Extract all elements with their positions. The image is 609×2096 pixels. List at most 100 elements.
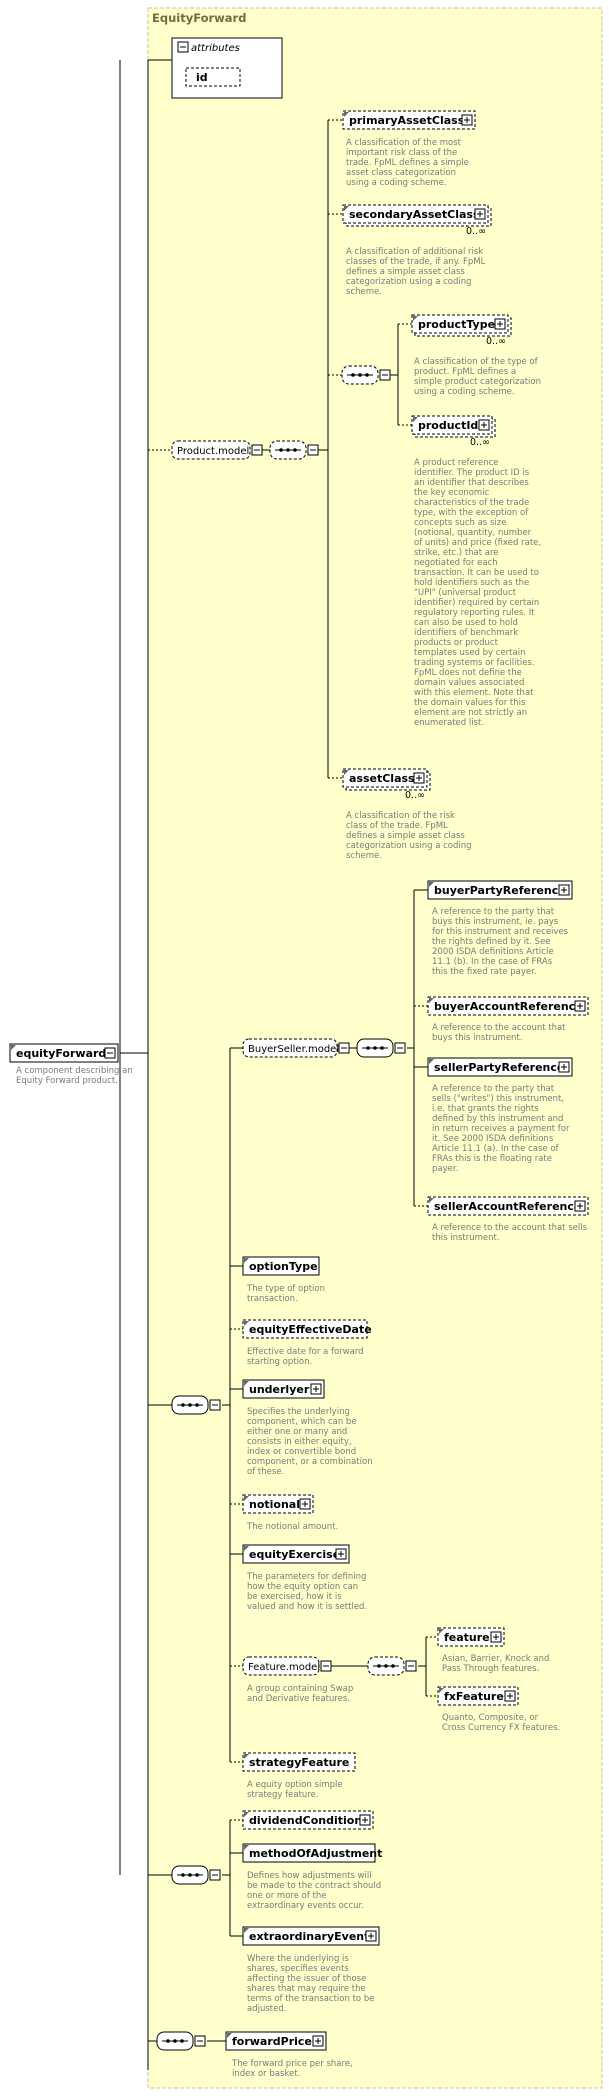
strategyfeature-desc-line: strategy feature. bbox=[247, 1790, 319, 1800]
element-secondaryassetclass-expand-icon[interactable] bbox=[474, 208, 486, 220]
adjustment-sequence-collapse-icon[interactable] bbox=[209, 1869, 221, 1881]
productid-desc-line: an identifier that describes bbox=[414, 478, 529, 488]
element-underlyer-expand-icon[interactable] bbox=[310, 1383, 322, 1395]
buyerseller-model-group[interactable]: BuyerSeller.model bbox=[242, 1038, 339, 1058]
element-equityexercise[interactable]: equityExercise bbox=[242, 1544, 350, 1564]
element-underlyer[interactable]: underlyer bbox=[242, 1379, 325, 1399]
element-sellerpartyreference-expand-icon[interactable] bbox=[558, 1061, 570, 1073]
feature-model-group-collapse-icon[interactable] bbox=[320, 1660, 332, 1672]
element-feature-label: feature bbox=[444, 1631, 490, 1644]
productid-desc-line: identifiers of benchmark bbox=[414, 628, 518, 638]
element-primaryassetclass-expand-icon[interactable] bbox=[461, 114, 473, 126]
element-notional[interactable]: notional bbox=[242, 1494, 314, 1514]
element-assetclass[interactable]: assetClass bbox=[342, 768, 431, 791]
productid-desc-line: can also be used to hold bbox=[414, 618, 518, 628]
element-buyerpartyreference-expand-icon[interactable] bbox=[558, 884, 570, 896]
element-extraordinaryevents[interactable]: extraordinaryEvents bbox=[242, 1926, 380, 1946]
element-methodofadjustment-label: methodOfAdjustment bbox=[249, 1847, 382, 1860]
underlyer-desc-line: component, or a combination bbox=[247, 1457, 373, 1467]
adjustment-sequence[interactable] bbox=[171, 1865, 209, 1885]
element-sellerpartyreference[interactable]: sellerPartyReference bbox=[427, 1057, 573, 1077]
feature-model-sequence[interactable] bbox=[367, 1656, 405, 1676]
underlyer-desc-line: of these. bbox=[247, 1467, 284, 1477]
sellerpartyreference-desc-line: FRAs this is the floating rate bbox=[432, 1154, 552, 1164]
product-type-id-sequence[interactable] bbox=[341, 365, 379, 385]
secondaryassetclass-desc-line: categorization using a coding bbox=[346, 277, 472, 287]
element-producttype-expand-icon[interactable] bbox=[494, 318, 506, 330]
element-feature-expand-icon[interactable] bbox=[490, 1631, 502, 1643]
producttype-desc-line: using a coding scheme. bbox=[414, 387, 515, 397]
element-strategyfeature[interactable]: strategyFeature bbox=[242, 1752, 356, 1772]
element-notional-expand-icon[interactable] bbox=[299, 1498, 311, 1510]
forwardprice-desc-line: index or basket. bbox=[232, 2069, 300, 2079]
buyerseller-sequence[interactable] bbox=[356, 1038, 394, 1058]
underlyer-desc-line: Specifies the underlying bbox=[247, 1407, 350, 1417]
equityexercise-desc-line: valued and how it is settled. bbox=[247, 1602, 367, 1612]
extraordinaryevents-desc-line: affecting the issuer of those bbox=[247, 1974, 366, 1984]
productid-desc-line: negotiated for each bbox=[414, 558, 498, 568]
element-producttype[interactable]: productType bbox=[411, 314, 512, 337]
feature-model-sequence-collapse-icon[interactable] bbox=[405, 1660, 417, 1672]
element-buyeraccountreference-label: buyerAccountReference bbox=[434, 1000, 583, 1013]
element-dividendconditions[interactable]: dividendConditions bbox=[242, 1810, 374, 1830]
forwardprice-sequence-collapse-icon[interactable] bbox=[194, 2035, 206, 2047]
element-productid-label: productId bbox=[418, 419, 478, 432]
element-selleraccountreference[interactable]: sellerAccountReference bbox=[427, 1196, 589, 1216]
element-equityeffectivedate[interactable]: equityEffectiveDate bbox=[242, 1319, 372, 1339]
productid-desc-line: concepts such as size bbox=[414, 518, 506, 528]
feature-model-group[interactable]: Feature.model bbox=[242, 1656, 320, 1676]
element-forwardprice-expand-icon[interactable] bbox=[312, 2035, 324, 2047]
element-primaryassetclass[interactable]: primaryAssetClass bbox=[342, 110, 476, 130]
element-fxfeature[interactable]: fxFeature bbox=[437, 1686, 519, 1706]
product-model-group[interactable]: Product.model bbox=[171, 440, 251, 460]
element-methodofadjustment[interactable]: methodOfAdjustment bbox=[242, 1843, 382, 1863]
element-buyeraccountreference[interactable]: buyerAccountReference bbox=[427, 996, 589, 1016]
sellerpartyreference-desc-line: defined by this instrument and bbox=[432, 1114, 563, 1124]
sellerpartyreference-desc-line: A reference to the party that bbox=[432, 1084, 555, 1094]
root-element-equityforward-collapse-icon[interactable] bbox=[104, 1047, 116, 1059]
equityexercise-desc-line: how the equity option can bbox=[247, 1582, 358, 1592]
element-buyeraccountreference-expand-icon[interactable] bbox=[574, 1000, 586, 1012]
product-model-sequence[interactable] bbox=[269, 440, 307, 460]
productid-desc-line: (notional, quantity, number bbox=[414, 528, 532, 538]
methodofadjustment-desc-line: extraordinary events occur. bbox=[247, 1901, 364, 1911]
element-selleraccountreference-expand-icon[interactable] bbox=[574, 1200, 586, 1212]
productid-desc-line: identifier) required by certain bbox=[414, 598, 539, 608]
element-extraordinaryevents-expand-icon[interactable] bbox=[365, 1930, 377, 1942]
buyerpartyreference-desc-line: 2000 ISDA definitions Article bbox=[432, 947, 554, 957]
element-equityexercise-expand-icon[interactable] bbox=[335, 1548, 347, 1560]
element-productid-expand-icon[interactable] bbox=[478, 419, 490, 431]
productid-desc-line: regulatory reporting rules. It bbox=[414, 608, 535, 618]
optiontype-desc-line: transaction. bbox=[247, 1294, 298, 1304]
buyerseller-sequence-collapse-icon[interactable] bbox=[394, 1042, 406, 1054]
buyerseller-model-group-collapse-icon[interactable] bbox=[338, 1042, 350, 1054]
attributes-collapse-icon[interactable] bbox=[177, 41, 189, 53]
element-dividendconditions-expand-icon[interactable] bbox=[359, 1814, 371, 1826]
product-model-sequence-collapse-icon[interactable] bbox=[307, 444, 319, 456]
element-assetclass-expand-icon[interactable] bbox=[413, 772, 425, 784]
element-fxfeature-expand-icon[interactable] bbox=[504, 1690, 516, 1702]
feature-desc-line: Pass Through features. bbox=[442, 1664, 539, 1674]
buyerpartyreference-desc-line: the rights defined by it. See bbox=[432, 937, 551, 947]
element-optiontype[interactable]: optionType bbox=[242, 1256, 320, 1276]
buyerpartyreference-desc-line: this the fixed rate payer. bbox=[432, 967, 537, 977]
product-type-id-sequence-collapse-icon[interactable] bbox=[379, 369, 391, 381]
element-feature[interactable]: feature bbox=[437, 1627, 505, 1647]
element-productid-cardinality: 0..∞ bbox=[470, 437, 490, 448]
main-sequence[interactable] bbox=[171, 1395, 209, 1415]
feature-model-desc-line: A group containing Swap bbox=[247, 1684, 353, 1694]
element-forwardprice[interactable]: forwardPrice bbox=[225, 2031, 327, 2051]
forwardprice-sequence[interactable] bbox=[156, 2031, 194, 2051]
element-secondaryassetclass[interactable]: secondaryAssetClass bbox=[342, 204, 492, 227]
element-productid[interactable]: productId bbox=[411, 415, 496, 438]
secondaryassetclass-desc-line: defines a simple asset class bbox=[346, 267, 465, 277]
root-element-equityforward[interactable]: equityForward bbox=[9, 1043, 119, 1063]
product-model-group-collapse-icon[interactable] bbox=[251, 444, 263, 456]
element-secondaryassetclass-cardinality: 0..∞ bbox=[466, 226, 486, 237]
secondaryassetclass-desc-line: classes of the trade, if any. FpML bbox=[346, 257, 486, 267]
productid-desc-line: trading systems or facilities. bbox=[414, 658, 535, 668]
attribute-id-box[interactable] bbox=[185, 67, 241, 87]
element-buyerpartyreference[interactable]: buyerPartyReference bbox=[427, 880, 573, 900]
root-desc-line: Equity Forward product. bbox=[16, 1076, 118, 1086]
main-sequence-collapse-icon[interactable] bbox=[209, 1399, 221, 1411]
